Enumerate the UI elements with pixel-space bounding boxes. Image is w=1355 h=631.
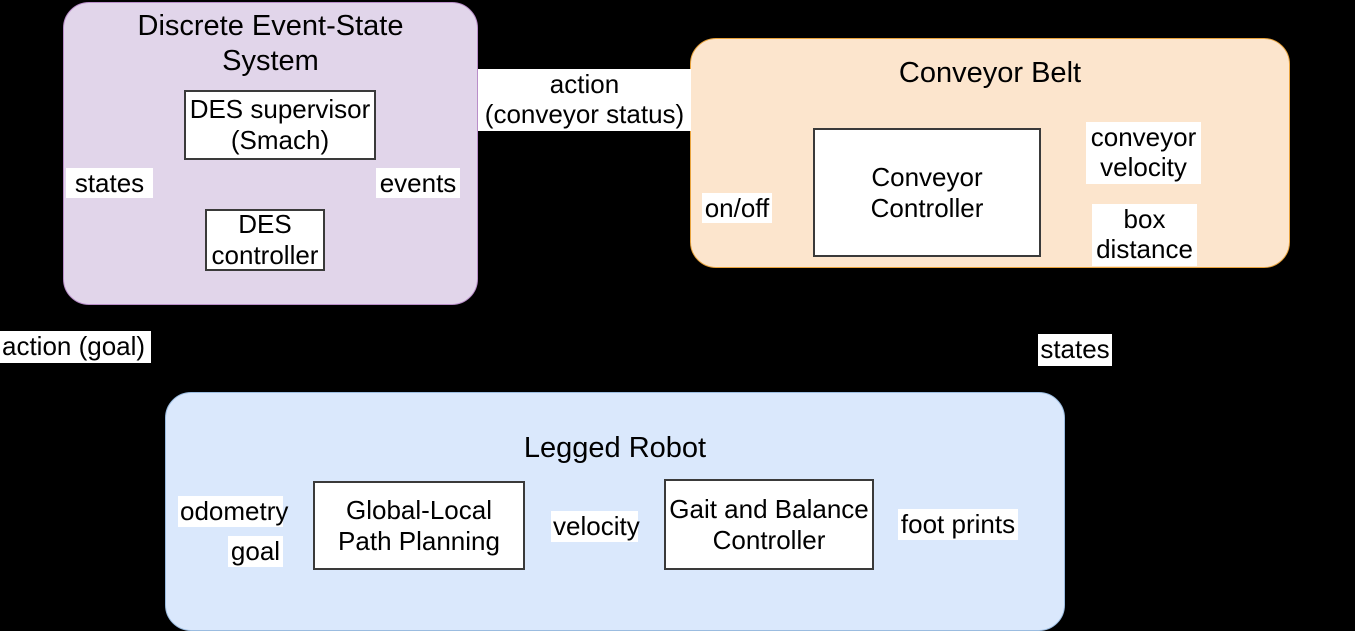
- block-des-controller[interactable]: DES controller: [205, 209, 325, 271]
- label-action-goal: action (goal): [0, 331, 151, 363]
- block-gait-and-balance-controller[interactable]: Gait and Balance Controller: [664, 479, 874, 570]
- label-conveyor-velocity: conveyor velocity: [1086, 122, 1201, 184]
- label-des-events: events: [376, 168, 460, 198]
- panel-title-des: Discrete Event-State System: [137, 10, 404, 77]
- label-states-feedback: states: [1038, 334, 1112, 366]
- label-conveyor-box-distance: box distance: [1092, 204, 1197, 266]
- panel-title-robot: Legged Robot: [523, 432, 707, 464]
- panel-title-conveyor: Conveyor Belt: [898, 57, 1082, 89]
- label-robot-velocity: velocity: [551, 511, 640, 542]
- label-robot-goal: goal: [228, 536, 283, 567]
- label-action-conveyor-status: action (conveyor status): [478, 69, 691, 131]
- label-conveyor-on-off: on/off: [702, 193, 772, 223]
- label-robot-foot-prints: foot prints: [898, 509, 1018, 540]
- label-robot-odometry: odometry: [178, 496, 289, 527]
- label-des-states: states: [66, 168, 153, 198]
- block-global-local-path-planning[interactable]: Global-Local Path Planning: [313, 481, 525, 570]
- block-des-supervisor[interactable]: DES supervisor (Smach): [184, 90, 376, 160]
- block-conveyor-controller[interactable]: Conveyor Controller: [813, 128, 1041, 257]
